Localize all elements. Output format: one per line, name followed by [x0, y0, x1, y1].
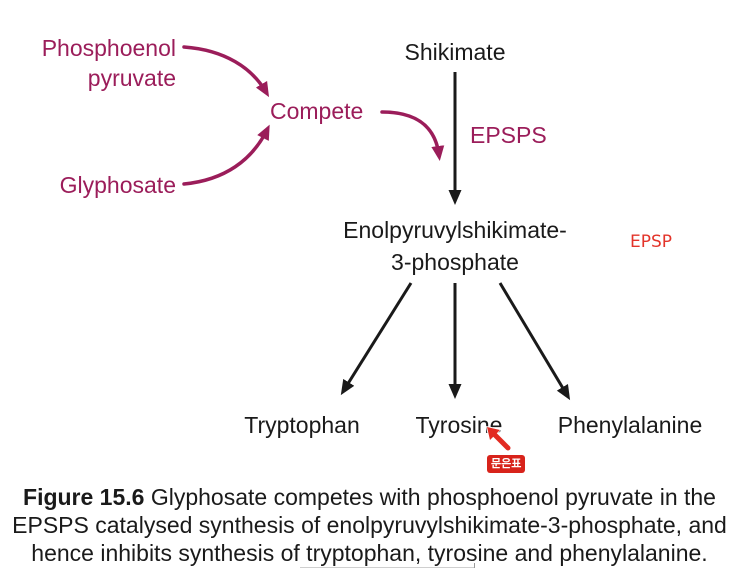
- annotation-tag: 문은표: [487, 455, 526, 473]
- arrow-glyphosate-to-compete: [182, 124, 270, 186]
- caption-line-3: hence inhibits synthesis of tryptophan, …: [31, 540, 708, 566]
- arrow-compete-to-epsps: [380, 110, 445, 161]
- epsp-line-2: 3-phosphate: [391, 249, 519, 275]
- epsp-product-label: Enolpyruvylshikimate- 3-phosphate: [305, 214, 605, 278]
- bottom-border-line: [300, 567, 475, 568]
- figure-number: Figure 15.6: [23, 484, 145, 510]
- arrow-epsp-to-tryptophan: [340, 282, 413, 396]
- compete-label: Compete: [270, 98, 364, 124]
- glyphosate-label: Glyphosate: [59, 172, 176, 198]
- phenylalanine-label: Phenylalanine: [557, 412, 703, 438]
- caption-line-1: Figure 15.6 Glyphosate competes with pho…: [0, 483, 739, 511]
- caption-line-2: EPSPS catalysed synthesis of enolpyruvyl…: [12, 512, 727, 538]
- phosphoenol-line-2: pyruvate: [87, 65, 176, 91]
- figure-caption: Figure 15.6 Glyphosate competes with pho…: [0, 483, 739, 567]
- pathway-arrows: [182, 45, 571, 401]
- tryptophan-label: Tryptophan: [244, 412, 360, 438]
- epsps-enzyme-label: EPSPS: [470, 122, 547, 148]
- arrow-epsp-to-phenylalanine: [498, 282, 571, 401]
- bottom-border-tick: [474, 563, 475, 568]
- caption-line-1-text: Glyphosate competes with phosphoenol pyr…: [150, 484, 716, 510]
- arrow-pep-to-compete: [182, 45, 270, 98]
- shikimate-label: Shikimate: [404, 39, 506, 65]
- epsp-line-1: Enolpyruvylshikimate-: [343, 217, 567, 243]
- epsp-abbreviation-note: EPSP: [630, 232, 673, 252]
- phosphoenol-line-1: Phosphoenol: [41, 35, 176, 61]
- phosphoenol-pyruvate-label: Phosphoenol pyruvate: [0, 33, 176, 93]
- pointer-arrow-icon: [486, 426, 513, 453]
